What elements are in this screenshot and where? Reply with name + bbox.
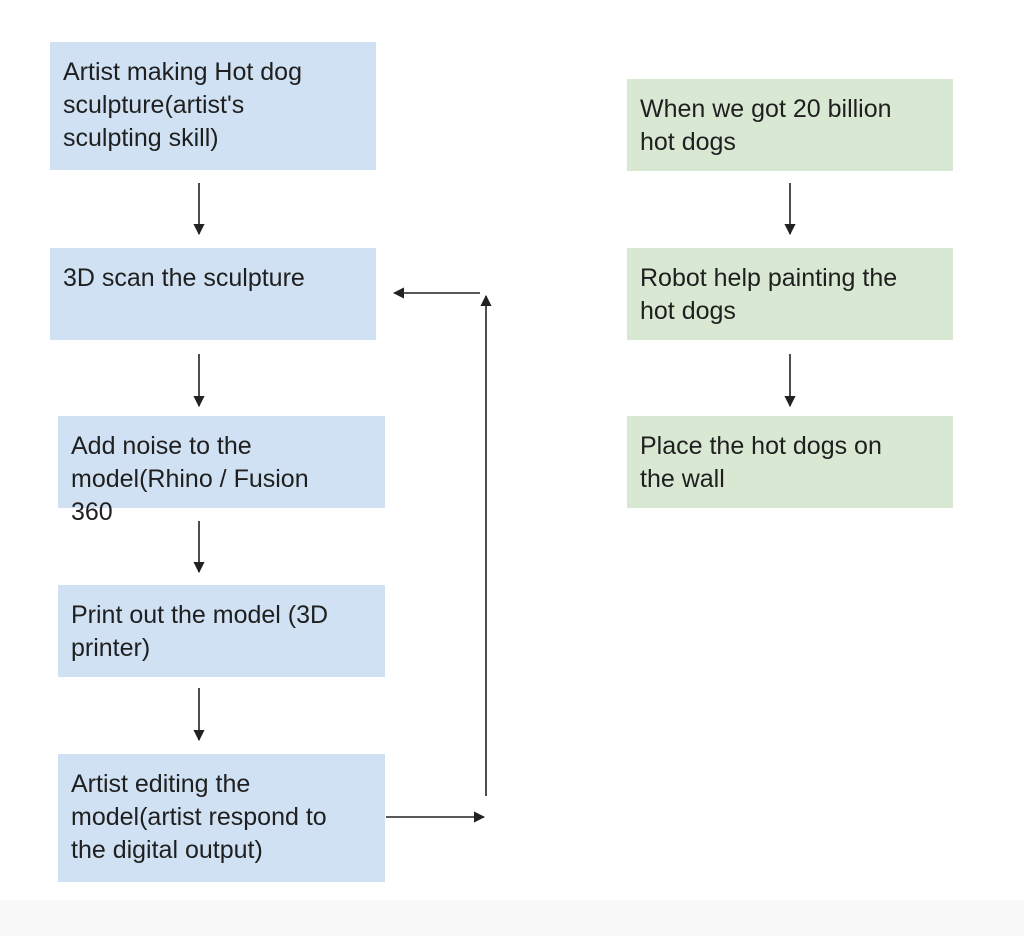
bottom-band xyxy=(0,900,1024,936)
node-wall: Place the hot dogs on the wall xyxy=(627,416,953,508)
node-print-label: Print out the model (3D printer) xyxy=(71,601,329,662)
node-edit: Artist editing the model(artist respond … xyxy=(58,754,385,882)
node-scan: 3D scan the sculpture xyxy=(50,248,376,340)
node-noise: Add noise to the model(Rhino / Fusion 36… xyxy=(58,416,385,526)
node-print: Print out the model (3D printer) xyxy=(58,585,385,677)
node-edit-label: Artist editing the model(artist respond … xyxy=(71,770,327,864)
node-sculpture: Artist making Hot dog sculpture(artist's… xyxy=(50,42,376,170)
node-wall-label: Place the hot dogs on the wall xyxy=(640,432,882,493)
node-robot: Robot help painting the hot dogs xyxy=(627,248,953,340)
node-billion: When we got 20 billion hot dogs xyxy=(627,79,953,171)
node-robot-label: Robot help painting the hot dogs xyxy=(640,264,898,325)
node-scan-label: 3D scan the sculpture xyxy=(63,264,305,292)
node-sculpture-label: Artist making Hot dog sculpture(artist's… xyxy=(63,58,302,152)
node-billion-label: When we got 20 billion hot dogs xyxy=(640,95,892,156)
node-noise-label: Add noise to the model(Rhino / Fusion 36… xyxy=(71,432,309,526)
